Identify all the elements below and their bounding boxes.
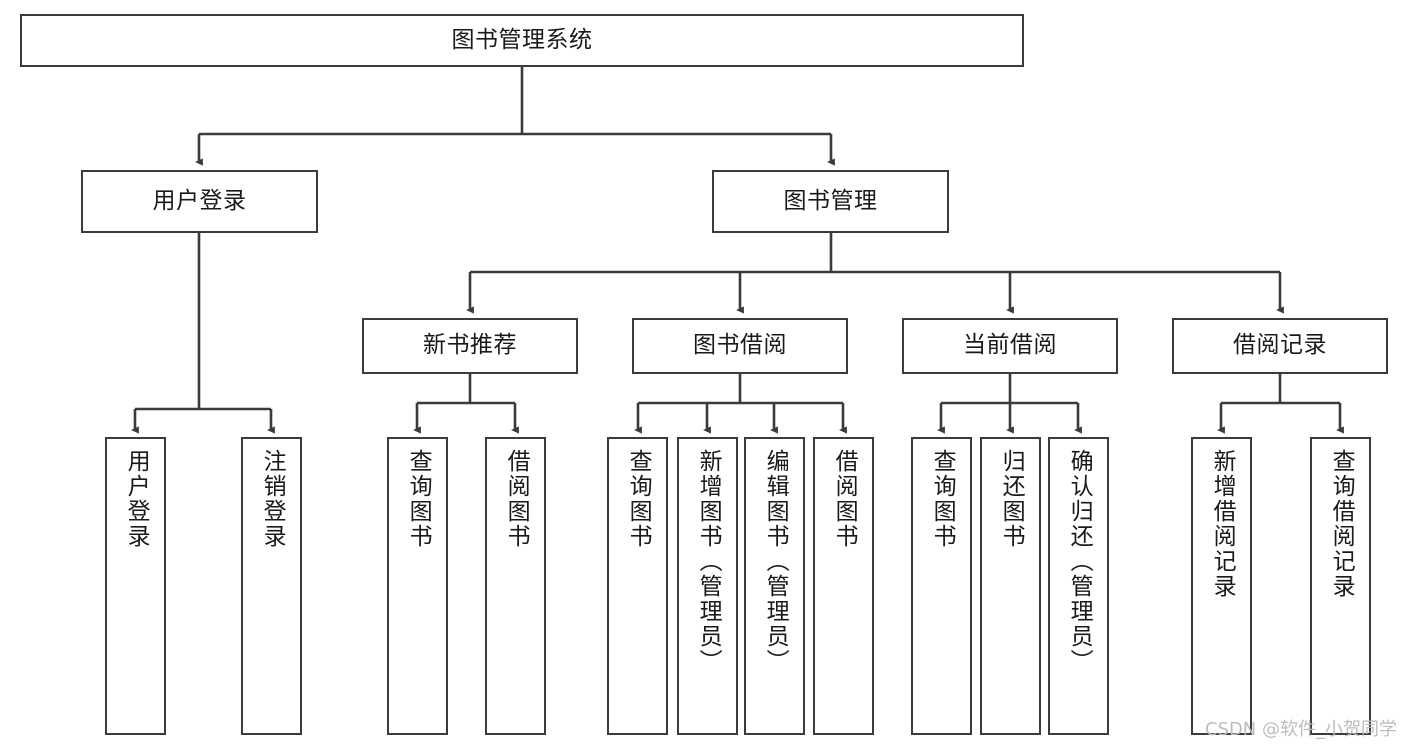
leaf-return-book[interactable]: 归还图书 [980, 437, 1041, 735]
node-label: 确认归还（管理员） [1066, 449, 1093, 674]
node-label: 当前借阅 [963, 332, 1057, 359]
leaf-user-login[interactable]: 用户登录 [105, 437, 166, 735]
node-label: 借阅图书 [831, 449, 858, 549]
leaf-edit-book-admin[interactable]: 编辑图书（管理员） [744, 437, 805, 735]
node-label: 用户登录 [152, 187, 247, 214]
node-label: 新书推荐 [423, 332, 517, 359]
node-label: 借阅记录 [1233, 332, 1327, 359]
leaf-add-borrow-record[interactable]: 新增借阅记录 [1191, 437, 1252, 735]
node-book-borrow[interactable]: 图书借阅 [632, 318, 848, 374]
node-label: 编辑图书（管理员） [762, 449, 789, 674]
node-label: 图书借阅 [693, 332, 787, 359]
node-label: 新增图书（管理员） [695, 449, 722, 674]
leaf-add-book-admin[interactable]: 新增图书（管理员） [677, 437, 738, 735]
leaf-query-book-from-borrow[interactable]: 查询图书 [607, 437, 668, 735]
leaf-confirm-return-admin[interactable]: 确认归还（管理员） [1048, 437, 1109, 735]
node-label: 用户登录 [123, 449, 150, 549]
node-label: 借阅图书 [503, 449, 530, 549]
leaf-logout-login[interactable]: 注销登录 [241, 437, 302, 735]
node-book-management[interactable]: 图书管理 [712, 170, 949, 233]
leaf-query-book-from-current[interactable]: 查询图书 [911, 437, 972, 735]
node-label: 图书管理系统 [451, 26, 593, 53]
leaf-borrow-book-from-borrow[interactable]: 借阅图书 [813, 437, 874, 735]
node-label: 新增借阅记录 [1209, 449, 1236, 599]
node-label: 查询借阅记录 [1328, 449, 1355, 599]
leaf-query-borrow-record[interactable]: 查询借阅记录 [1310, 437, 1371, 735]
node-current-borrow[interactable]: 当前借阅 [902, 318, 1118, 374]
csdn-watermark: CSDN @软件_小贺同学 [1204, 719, 1397, 740]
node-label: 图书管理 [783, 187, 878, 214]
node-root-library-management-system[interactable]: 图书管理系统 [20, 14, 1024, 67]
node-borrow-record[interactable]: 借阅记录 [1172, 318, 1388, 374]
leaf-borrow-book-from-recommend[interactable]: 借阅图书 [485, 437, 546, 735]
leaf-query-book-from-recommend[interactable]: 查询图书 [387, 437, 448, 735]
node-new-book-recommend[interactable]: 新书推荐 [362, 318, 578, 374]
node-label: 查询图书 [625, 449, 652, 549]
node-label: 归还图书 [998, 449, 1025, 549]
node-label: 查询图书 [929, 449, 956, 549]
node-label: 注销登录 [259, 449, 286, 549]
node-label: 查询图书 [405, 449, 432, 549]
node-user-login[interactable]: 用户登录 [81, 170, 318, 233]
